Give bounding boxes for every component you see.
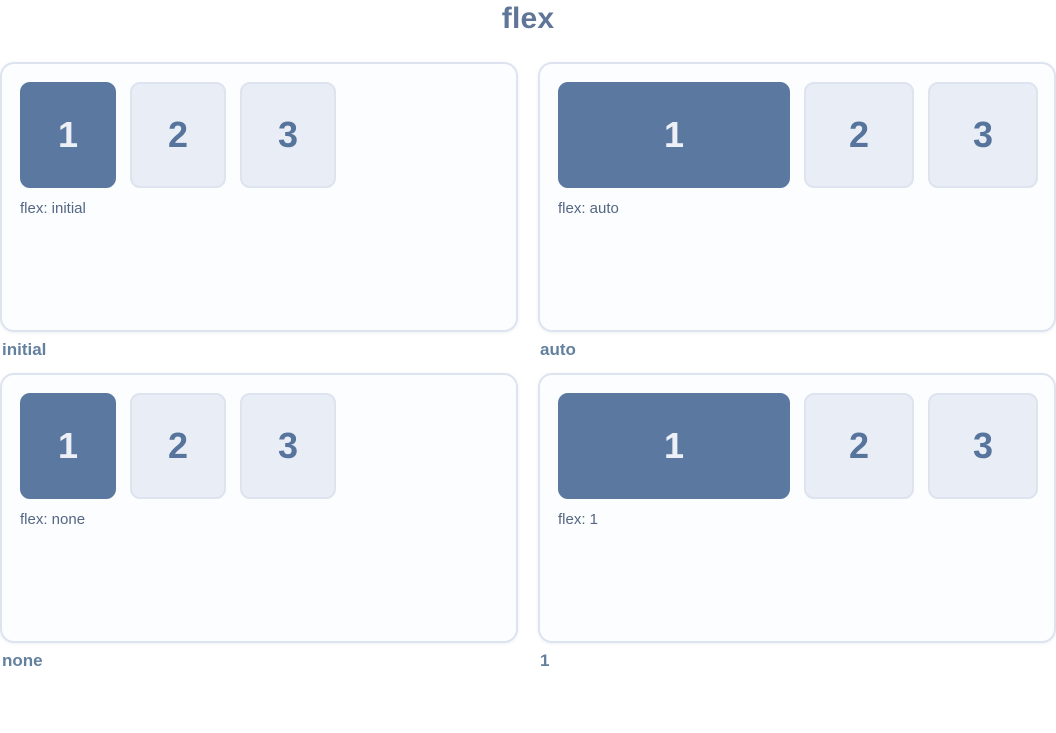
flex-item-3: 3 (928, 82, 1038, 188)
flex-item-2: 2 (804, 82, 914, 188)
flex-item-1: 1 (20, 82, 116, 188)
flex-items-row: 1 2 3 (558, 393, 1038, 499)
flex-items-row: 1 2 3 (558, 82, 1038, 188)
panel-caption-none: none (2, 651, 43, 670)
flex-item-2: 2 (804, 393, 914, 499)
flex-demo-panel-auto: 1 2 3 flex: auto (538, 62, 1056, 332)
flex-value-label: flex: 1 (558, 511, 599, 528)
demo-grid: 1 2 3 flex: initial initial 1 2 3 flex: … (0, 62, 1056, 671)
page-title: flex (501, 2, 555, 35)
flex-item-2: 2 (130, 393, 226, 499)
flex-value-label: flex: auto (558, 200, 619, 217)
flex-item-2: 2 (130, 82, 226, 188)
panel-caption-1: 1 (540, 651, 550, 670)
panel-caption-initial: initial (2, 340, 47, 359)
flex-item-3: 3 (240, 393, 336, 499)
demo-cell-1: 1 2 3 flex: 1 1 (538, 373, 1056, 671)
flex-value-label: flex: initial (20, 200, 86, 217)
flex-value-label: flex: none (20, 511, 86, 528)
flex-items-row: 1 2 3 (20, 82, 500, 188)
demo-cell-auto: 1 2 3 flex: auto auto (538, 62, 1056, 360)
flex-item-1: 1 (558, 393, 790, 499)
flex-item-3: 3 (240, 82, 336, 188)
flex-item-3: 3 (928, 393, 1038, 499)
demo-cell-initial: 1 2 3 flex: initial initial (0, 62, 518, 360)
panel-caption-auto: auto (540, 340, 576, 359)
flex-demo-panel-initial: 1 2 3 flex: initial (0, 62, 518, 332)
demo-cell-none: 1 2 3 flex: none none (0, 373, 518, 671)
flex-demo-panel-none: 1 2 3 flex: none (0, 373, 518, 643)
flex-item-1: 1 (20, 393, 116, 499)
flex-item-1: 1 (558, 82, 790, 188)
flex-demo-panel-1: 1 2 3 flex: 1 (538, 373, 1056, 643)
flex-items-row: 1 2 3 (20, 393, 500, 499)
